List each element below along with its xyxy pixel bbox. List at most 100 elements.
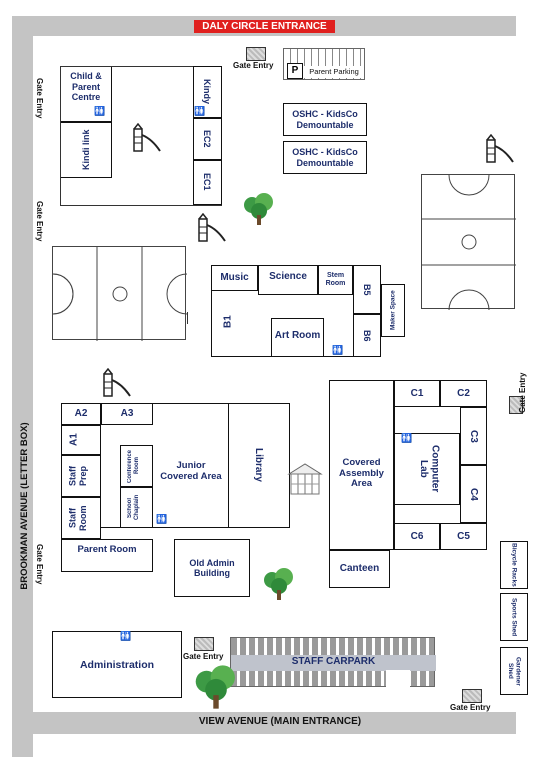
ec1-label: EC1 (202, 173, 213, 191)
staff-carpark-label: STAFF CARPARK (291, 656, 376, 667)
gate-entry-left-1[interactable]: Gate Entry (35, 78, 44, 119)
gazebo-icon (287, 463, 323, 495)
old-admin-label: Old Admin Building (189, 557, 235, 578)
b5-label: B5 (362, 283, 373, 296)
gate-entry-left-3[interactable]: Gate Entry (35, 544, 44, 585)
playground-icon (133, 123, 161, 152)
parent-room (61, 539, 153, 572)
conference-room (120, 445, 153, 487)
a3-label: A3 (120, 408, 134, 420)
c2-label: C2 (457, 387, 470, 399)
stem-room-label: Stem Room (325, 271, 346, 287)
toilet-icon: 🚻 (401, 433, 413, 443)
c5-label: C5 (457, 530, 470, 542)
toilet-icon: 🚻 (94, 106, 106, 116)
a3 (101, 403, 153, 425)
computer-lab-label: Computer Lab (418, 445, 441, 493)
parking-icon: P (287, 63, 303, 79)
playground-icon (486, 134, 514, 163)
brookman-avenue-road (12, 16, 33, 757)
gate-entry-right[interactable]: Gate Entry (518, 372, 527, 413)
old-admin-building (174, 539, 250, 597)
ec1 (193, 160, 222, 205)
oshc-demountable-2 (283, 141, 367, 174)
administration-label: Administration (79, 658, 155, 671)
maker-space (381, 284, 405, 337)
view-avenue-road (12, 712, 516, 734)
b6-label: B6 (362, 329, 373, 342)
science-label: Science (269, 271, 307, 283)
library-label: Library (252, 448, 264, 482)
kindi-link (60, 122, 112, 178)
playground-icon (198, 213, 226, 242)
gate-icon[interactable] (246, 47, 266, 61)
art-room (271, 318, 324, 357)
c4 (460, 465, 487, 523)
gardener-shed (500, 647, 528, 695)
sports-shed (500, 593, 528, 641)
school-chaplain-label: School Chaplain (127, 494, 140, 521)
a2-label: A2 (74, 408, 88, 420)
sports-court-left (52, 246, 187, 341)
gate-icon[interactable] (462, 689, 482, 703)
toilet-icon: 🚻 (156, 514, 168, 524)
c3-label: C3 (467, 429, 479, 443)
gate-icon[interactable] (194, 637, 214, 651)
tree-icon (264, 568, 293, 600)
c4-label: C4 (467, 487, 479, 501)
toilet-icon: 🚻 (194, 106, 206, 116)
parent-room-label: Parent Room (77, 543, 137, 555)
gate-entry-admin[interactable]: Gate Entry (183, 652, 224, 661)
gate-entry-top[interactable]: Gate Entry (233, 61, 274, 70)
maker-space-label: Maker Space (389, 290, 397, 331)
tree-icon (195, 665, 235, 709)
staff-prep (61, 455, 101, 497)
computer-lab (394, 433, 460, 505)
daly-circle-banner: DALY CIRCLE ENTRANCE (194, 20, 335, 33)
c5 (440, 523, 487, 550)
covered-assembly-area (329, 380, 394, 550)
gate-icon[interactable] (509, 396, 523, 414)
staff-room (61, 497, 101, 539)
staff-carpark-aisle (231, 655, 436, 671)
b5 (353, 265, 381, 314)
covered-assembly-label: Covered Assembly Area (339, 456, 384, 490)
ec2-label: EC2 (202, 130, 213, 148)
view-avenue-label: VIEW AVENUE (MAIN ENTRANCE) (198, 716, 362, 727)
brookman-avenue-label: BROOKMAN AVENUE (LETTER BOX) (18, 422, 30, 590)
gate-entry-left-2[interactable]: Gate Entry (35, 201, 44, 242)
junior-covered-area-label: Junior Covered Area (160, 460, 222, 482)
music-label: Music (220, 272, 249, 284)
a2 (61, 403, 101, 425)
gardener-shed-label: Gardener Shed (507, 656, 522, 686)
gate-entry-bottom-right[interactable]: Gate Entry (450, 703, 491, 712)
toilet-icon: 🚻 (120, 631, 132, 641)
library (228, 403, 290, 528)
canteen-label: Canteen (339, 563, 380, 575)
staff-prep-label: Staff Prep (67, 466, 88, 487)
art-room-label: Art Room (274, 330, 321, 342)
stem-room (318, 265, 353, 295)
oshc-2-label: OSHC - KidsCo Demountable (292, 147, 358, 168)
a1 (61, 425, 101, 455)
toilet-icon: 🚻 (332, 345, 344, 355)
tree-icon (244, 193, 273, 225)
canteen (329, 550, 390, 588)
c3 (460, 407, 487, 465)
bicycle-racks (500, 541, 528, 589)
ec2 (193, 118, 222, 160)
sports-shed-label: Sports Shed (510, 597, 518, 637)
administration (52, 631, 182, 698)
science-room (258, 265, 318, 295)
child-parent-centre (60, 66, 112, 122)
a1-label: A1 (68, 433, 80, 447)
child-parent-centre-label: Child & Parent Centre (70, 71, 102, 103)
playground-icon (103, 368, 131, 397)
parent-parking: P Parent Parking (283, 48, 365, 80)
school-chaplain (120, 487, 153, 528)
c6-label: C6 (410, 530, 424, 542)
court-marker (187, 312, 188, 324)
c6 (394, 523, 440, 550)
music-room (211, 265, 258, 291)
b1-label: B1 (222, 315, 234, 329)
